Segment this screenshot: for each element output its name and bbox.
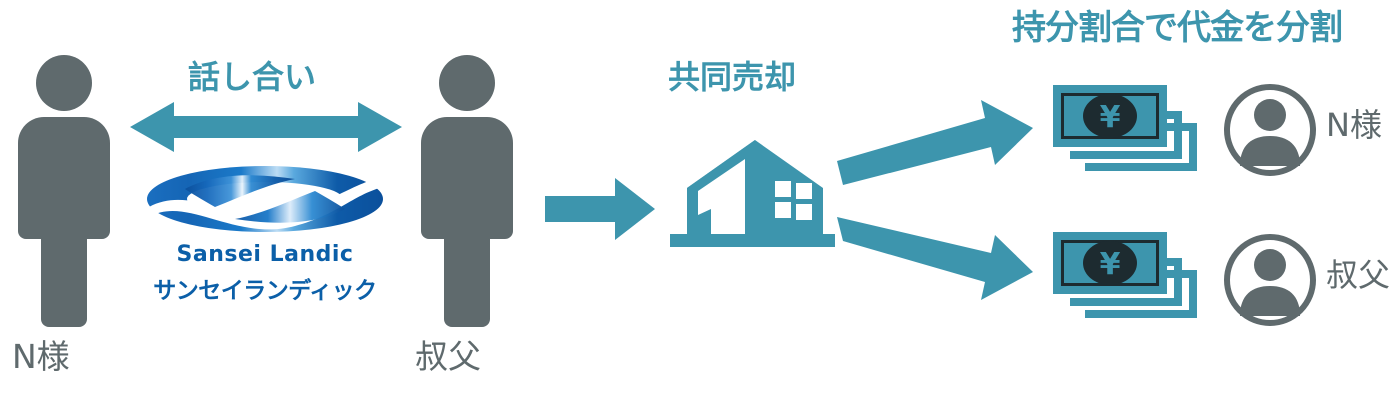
person-legs-icon [444,231,490,327]
user-avatar-icon-top [1224,84,1316,176]
money-stack-yen-icon-bottom: ¥ [1053,232,1197,318]
person-head-icon [36,55,92,111]
user-avatar-icon-bottom [1224,234,1316,326]
person-pictogram-left [10,55,118,345]
house-icon [670,140,835,247]
payee-top-label: N様 [1326,106,1382,144]
branch-arrow-up-icon [837,100,1033,185]
person-legs-icon [41,231,87,327]
right-arrow-icon [545,178,655,240]
double-headed-arrow-icon [130,102,402,152]
person-pictogram-right [413,55,521,345]
logo-name-en: Sansei Landic [176,242,354,267]
sansei-landic-logo: Sansei Landic サンセイランディック [145,163,385,305]
money-stack-yen-icon-top: ¥ [1053,85,1197,171]
discussion-label: 話し合い [188,58,317,96]
person-left-label: N様 [12,337,70,376]
person-right-label: 叔父 [415,337,481,376]
yen-symbol-top: ¥ [1100,100,1121,135]
joint-sale-label: 共同売却 [668,58,797,96]
payee-bottom-label: 叔父 [1326,256,1391,294]
yen-symbol-bottom: ¥ [1100,247,1121,282]
branch-arrow-down-icon [837,217,1033,300]
person-body-icon [421,117,513,239]
person-body-icon [18,117,110,239]
logo-name-jp: サンセイランディック [153,278,377,304]
page-title-right: 持分割合で代金を分割 [1012,8,1343,48]
person-head-icon [439,55,495,111]
sansei-landic-swoosh-logo-icon [145,163,385,235]
